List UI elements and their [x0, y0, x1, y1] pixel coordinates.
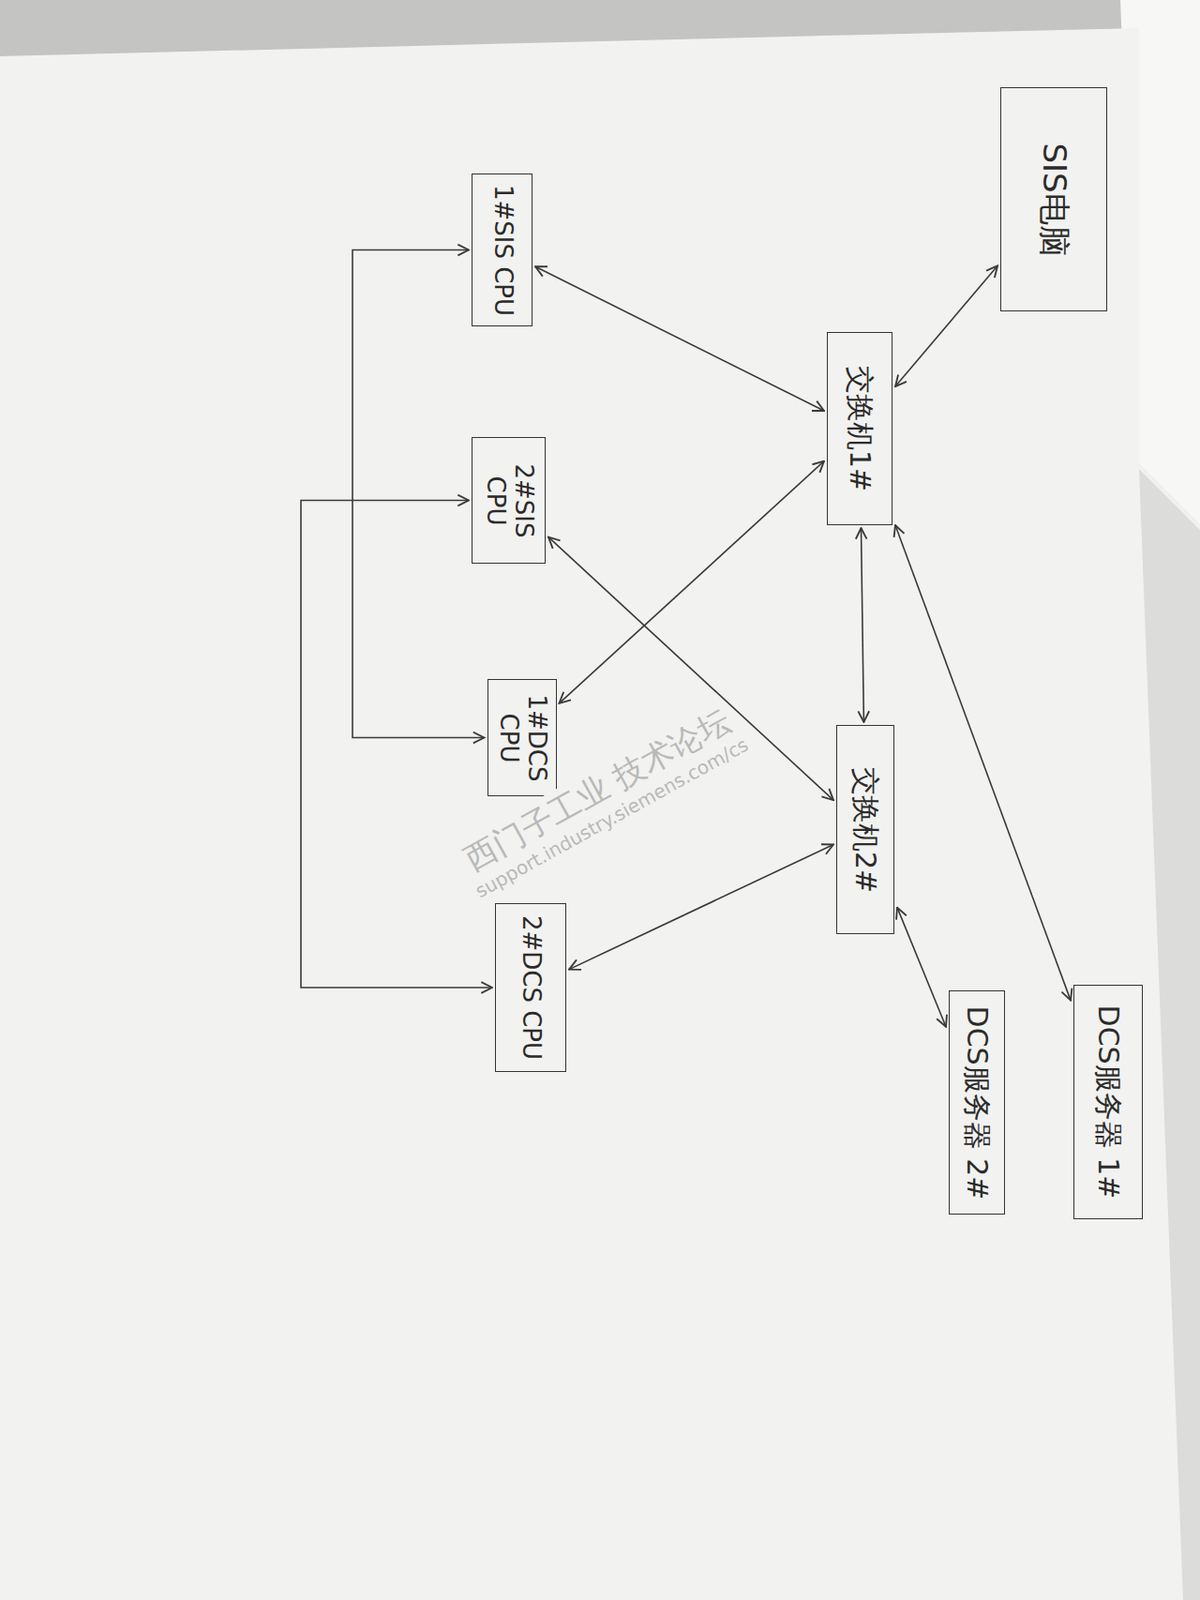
node-box: 1#DCS CPU: [487, 678, 557, 796]
node-label: DCS服务器 1#: [1092, 991, 1125, 1212]
connector: [559, 461, 825, 704]
node-box: 交换机1#: [826, 331, 893, 525]
paper-shadow: [1139, 468, 1200, 1600]
node-label: 交换机2#: [849, 732, 883, 927]
node-box: 1#SIS CPU: [471, 173, 533, 327]
connector: [300, 500, 493, 989]
connector: [535, 266, 825, 411]
paper-sheet: [0, 28, 1200, 1600]
node-label: 1#DCS CPU: [494, 686, 551, 789]
node-label: 1#SIS CPU: [488, 180, 517, 319]
connector: [569, 844, 834, 970]
connector: [895, 265, 998, 387]
connector: [352, 250, 485, 738]
node-label: 交换机1#: [843, 339, 877, 518]
node-box: 2#SIS CPU: [471, 436, 546, 564]
node-box: SIS电脑: [1000, 87, 1108, 312]
node-label: DCS服务器 2#: [960, 997, 994, 1207]
node-label: 2#DCS CPU: [516, 910, 545, 1065]
connector: [895, 525, 1071, 1001]
connector: [897, 907, 946, 1027]
connector: [861, 527, 865, 722]
node-box: 交换机2#: [836, 724, 895, 934]
node-label: SIS电脑: [1035, 94, 1072, 304]
node-label: 2#SIS CPU: [480, 444, 538, 556]
node-box: DCS服务器 2#: [948, 990, 1005, 1215]
node-box: 2#DCS CPU: [495, 902, 567, 1072]
node-box: DCS服务器 1#: [1073, 984, 1143, 1219]
